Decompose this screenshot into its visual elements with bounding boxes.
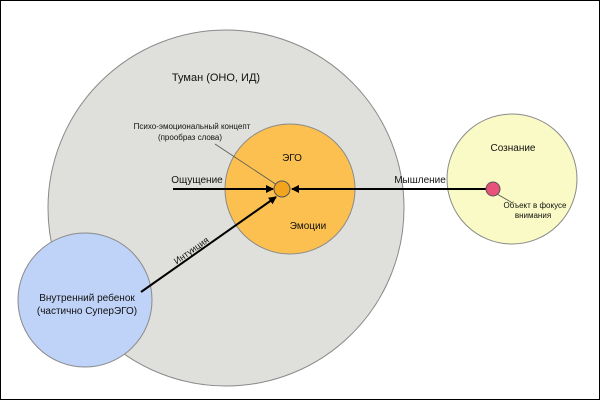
focus-object-node [485, 181, 501, 197]
emotions-label: Эмоции [290, 221, 326, 232]
intuition-arrow [140, 196, 277, 293]
inner-child-line1: Внутренний ребенок [39, 292, 135, 304]
focus-leader-line [496, 193, 512, 203]
sensation-label: Ощущение [171, 175, 223, 186]
focus-object-line1: Объект в фокусе [504, 201, 567, 210]
concept-leader-line [214, 143, 278, 186]
inner-child-circle [17, 232, 153, 368]
concept-label-line1: Психо-эмоциональный концепт [134, 122, 251, 131]
ego-label: ЭГО [282, 153, 302, 164]
inner-child-line2: (частично СуперЭГО) [37, 306, 137, 317]
fog-label: Туман (ОНО, ИД) [172, 72, 260, 84]
concept-label-line2: (прообраз слова) [158, 133, 222, 142]
concept-node [273, 180, 291, 198]
consciousness-circle [446, 113, 578, 245]
thinking-label: Мышление [394, 175, 446, 186]
focus-object-line2: внимания [515, 211, 551, 220]
consciousness-label: Сознание [490, 143, 535, 154]
